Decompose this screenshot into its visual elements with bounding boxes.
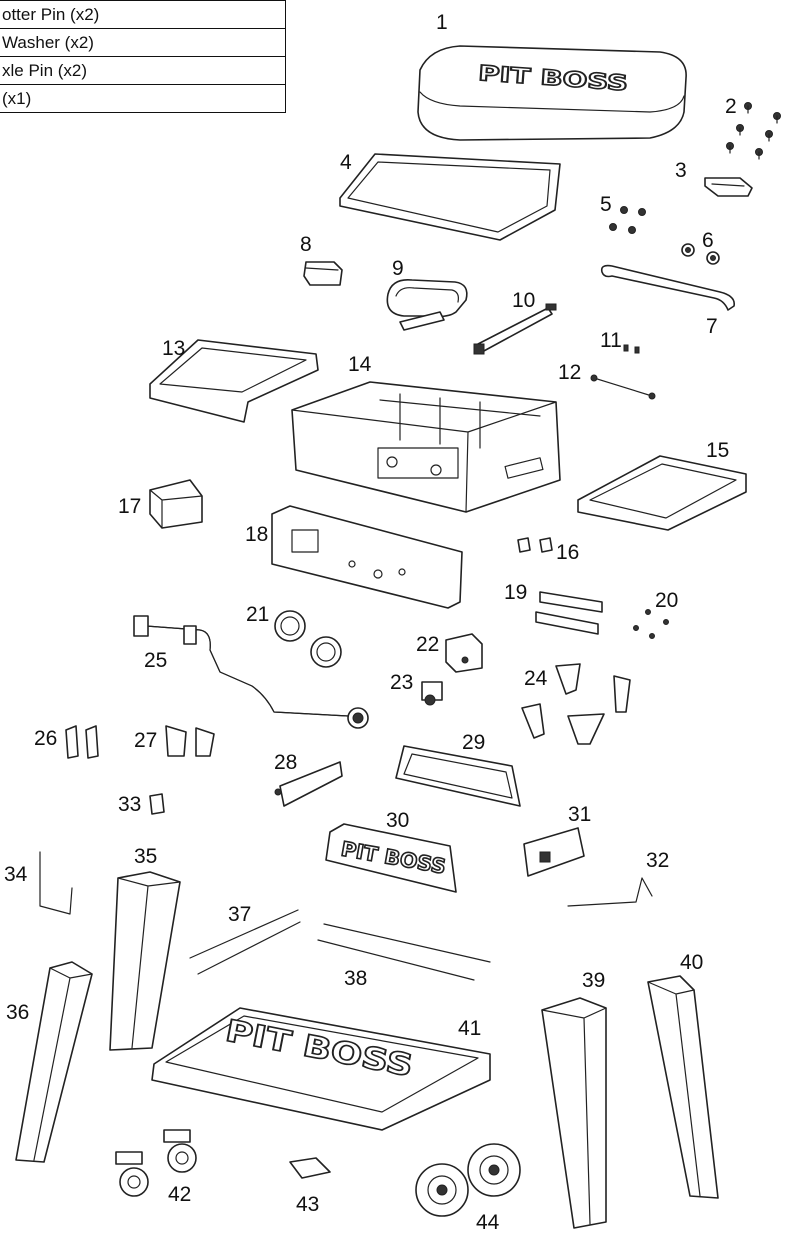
label-part-27: 27 <box>134 729 158 752</box>
part-18-control-panel <box>271 505 463 609</box>
part-35-leg <box>109 871 181 1051</box>
label-part-28: 28 <box>274 751 298 774</box>
part-41-bottom-shelf: PIT BOSS <box>151 1007 491 1131</box>
label-part-5: 5 <box>600 193 612 216</box>
part-3-bracket <box>704 177 753 197</box>
label-part-26: 26 <box>34 727 58 750</box>
part-10-rod <box>473 303 557 355</box>
part-28-rail <box>274 761 343 807</box>
label-part-25: 25 <box>144 649 168 672</box>
label-part-41: 41 <box>458 1017 482 1040</box>
part-32-probe <box>567 877 653 907</box>
part-16-clips <box>517 537 553 553</box>
label-part-37: 37 <box>228 903 252 926</box>
label-part-18: 18 <box>245 523 269 546</box>
part-37-rods <box>189 909 301 975</box>
part-21-dials <box>274 610 342 668</box>
part-19-brackets <box>535 591 603 635</box>
label-part-14: 14 <box>348 353 372 376</box>
part-1-lid: PIT BOSS <box>417 45 687 141</box>
part-39-leg <box>541 997 607 1229</box>
label-part-4: 4 <box>340 151 352 174</box>
label-part-33: 33 <box>118 793 142 816</box>
label-part-13: 13 <box>162 337 186 360</box>
label-part-11: 11 <box>600 329 622 352</box>
part-11-clips <box>623 344 640 354</box>
label-part-21: 21 <box>246 603 270 626</box>
legend-row-single: (x1) <box>2 89 32 108</box>
label-part-9: 9 <box>392 257 404 280</box>
part-43-bracket <box>289 1157 331 1179</box>
label-part-22: 22 <box>416 633 440 656</box>
part-40-leg <box>647 975 719 1199</box>
label-part-35: 35 <box>134 845 158 868</box>
label-part-10: 10 <box>512 289 536 312</box>
legend-row-cotter-pin: otter Pin (x2) <box>0 1 285 29</box>
part-36-leg <box>15 961 93 1163</box>
label-part-8: 8 <box>300 233 312 256</box>
label-part-2: 2 <box>725 95 737 118</box>
part-9-burner <box>386 278 468 331</box>
part-7-handle <box>600 264 736 311</box>
label-part-31: 31 <box>568 803 592 826</box>
part-44-wheels <box>415 1143 521 1217</box>
label-part-23: 23 <box>390 671 414 694</box>
part-38-rods <box>317 923 491 981</box>
label-part-6: 6 <box>702 229 714 252</box>
part-4-grease-tray <box>339 153 561 241</box>
parts-legend-table: otter Pin (x2) Washer (x2) xle Pin (x2) … <box>0 0 286 113</box>
part-24-leg-caps <box>521 663 631 745</box>
label-part-7: 7 <box>706 315 718 338</box>
label-part-16: 16 <box>556 541 580 564</box>
legend-row-washer: Washer (x2) <box>0 29 285 57</box>
part-13-side-shelf <box>149 339 319 423</box>
label-part-30: 30 <box>386 809 410 832</box>
label-part-29: 29 <box>462 731 486 754</box>
label-part-34: 34 <box>4 863 28 886</box>
label-part-42: 42 <box>168 1183 192 1206</box>
part-2-screws <box>726 102 781 160</box>
label-part-1: 1 <box>436 11 448 34</box>
part-14-firebox <box>291 381 561 513</box>
part-20-screws <box>633 609 669 639</box>
part-33-knob <box>149 793 165 815</box>
part-26-brackets <box>65 725 99 759</box>
label-part-43: 43 <box>296 1193 320 1216</box>
label-part-44: 44 <box>476 1211 500 1234</box>
label-part-15: 15 <box>706 439 730 462</box>
label-part-20: 20 <box>655 589 679 612</box>
label-part-36: 36 <box>6 1001 30 1024</box>
label-part-17: 17 <box>118 495 142 518</box>
label-part-3: 3 <box>675 159 687 182</box>
part-22-cube <box>445 633 483 673</box>
label-part-32: 32 <box>646 849 670 872</box>
part-27-brackets <box>165 725 215 757</box>
part-42-casters <box>115 1129 197 1197</box>
label-part-12: 12 <box>558 361 582 384</box>
part-5-bolts <box>609 206 646 234</box>
label-part-40: 40 <box>680 951 704 974</box>
label-part-19: 19 <box>504 581 528 604</box>
part-15-side-shelf <box>577 455 747 531</box>
part-25-gas-line <box>133 615 369 729</box>
label-part-39: 39 <box>582 969 606 992</box>
part-29-frame <box>395 745 521 807</box>
legend-row-axle-pin: xle Pin (x2) <box>0 57 285 85</box>
part-6-washers <box>681 243 720 265</box>
part-8-box <box>303 261 343 286</box>
label-part-38: 38 <box>344 967 368 990</box>
part-34-hook <box>39 851 73 915</box>
label-part-24: 24 <box>524 667 548 690</box>
part-17-controller-box <box>149 479 203 529</box>
part-30-logo-plate: PIT BOSS <box>325 823 457 893</box>
part-12-wire <box>590 374 656 400</box>
part-23-switch <box>421 681 443 706</box>
part-31-module <box>523 827 585 877</box>
